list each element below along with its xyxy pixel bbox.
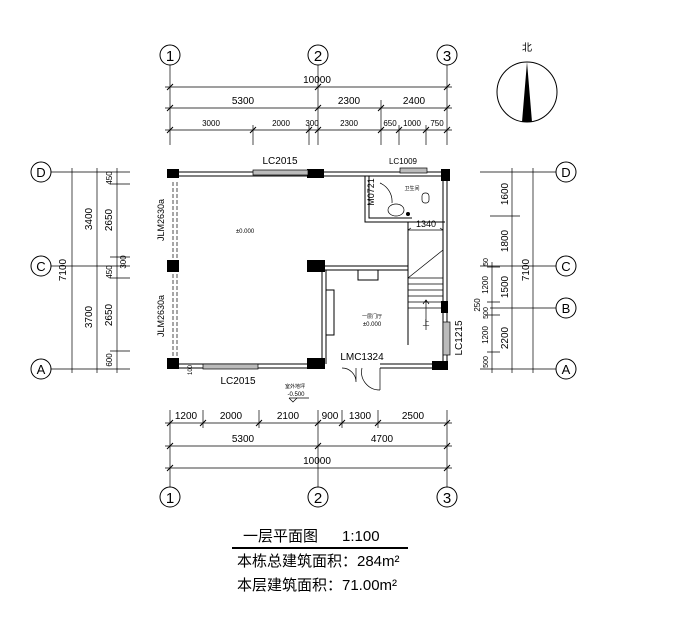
right-dim: 50 (483, 258, 490, 266)
right-dim: 500 (483, 307, 490, 319)
right-dim-overall: 7100 (521, 258, 532, 281)
right-dim: 1800 (500, 229, 511, 252)
window-lc2015-top (252, 169, 309, 176)
hall-label: 一层门厅 (362, 313, 382, 320)
right-dim: 1600 (500, 182, 511, 205)
stair-width-dim: 1340 (416, 219, 436, 229)
level-main: ±0.000 (236, 229, 255, 235)
top-dim: 2400 (403, 96, 426, 107)
entry-door (341, 367, 381, 391)
toilet-icon (421, 192, 430, 204)
top-dim-overall: 10000 (303, 75, 331, 86)
left-dim: 2650 (104, 303, 115, 326)
grid-bubble-3-bottom: 3 (443, 490, 451, 507)
floor-area: 本层建筑面积：71.00m² (237, 577, 397, 594)
window-label-bath: LC1009 (389, 157, 418, 166)
left-dim: 2650 (104, 208, 115, 231)
left-dim: 450 (105, 171, 114, 185)
right-dim: 1200 (481, 276, 490, 294)
grid-bubble-3-top: 3 (443, 48, 451, 65)
total-area: 本栋总建筑面积：284m² (237, 552, 400, 570)
grid-bubble-d-left: D (36, 165, 45, 180)
top-dim: 3000 (202, 119, 220, 128)
grid-bubble-1-bottom: 1 (166, 490, 174, 507)
right-dim: 250 (473, 298, 482, 312)
bottom-dim: 1300 (349, 411, 372, 422)
door-label-entry: LMC1324 (340, 352, 384, 363)
windows (172, 167, 451, 370)
bottom-dim: 900 (322, 411, 339, 422)
bottom-grid-axes: 1200 2000 2100 900 1300 2500 5300 4700 1… (159, 410, 458, 508)
bathroom: 卫生间 (379, 182, 430, 217)
north-label: 北 (522, 42, 532, 54)
left-grid-axes: D C A 7100 3400 3700 450 2650 300 450 26… (30, 161, 130, 380)
grid-bubble-b-right: B (562, 301, 571, 316)
window-label-bottom: LC2015 (220, 376, 255, 387)
left-dim: 600 (105, 353, 114, 367)
jlm-label-top: JLM2630a (156, 199, 166, 241)
basin-icon (387, 203, 405, 217)
top-dim: 1000 (403, 119, 421, 128)
window-lc2015-bottom (202, 363, 259, 370)
top-dim: 2000 (272, 119, 290, 128)
grid-bubble-2-top: 2 (314, 48, 322, 65)
jlm-label-bottom: JLM2630a (156, 295, 166, 337)
stair: 1340 上 (407, 219, 444, 330)
window-lc1215 (442, 321, 451, 356)
left-dim: 450 (105, 265, 114, 279)
north-arrow-icon (522, 62, 532, 122)
top-dim: 2300 (338, 96, 361, 107)
north-arrow: 北 (496, 42, 558, 123)
bottom-dim: 4700 (371, 434, 394, 445)
right-dim: 2200 (500, 326, 511, 349)
grid-bubble-c-right: C (561, 259, 570, 274)
sliding-door-jlm (172, 182, 178, 356)
left-dim: 300 (119, 255, 128, 269)
left-dim: 3700 (84, 305, 95, 328)
drawing-scale: 1:100 (342, 528, 380, 545)
top-grid-axes: 1 2 3 10000 5300 2300 2400 3000 2000 300… (159, 44, 458, 145)
bottom-dim: 5300 (232, 434, 255, 445)
window-lc1009 (399, 167, 428, 174)
grid-bubble-2-bottom: 2 (314, 490, 322, 507)
grid-bubble-d-right: D (561, 165, 570, 180)
left-dim: 3400 (84, 207, 95, 230)
small-dim: 100 (188, 364, 194, 375)
top-dim: 5300 (232, 96, 255, 107)
top-dim: 2300 (340, 119, 358, 128)
cabinet (325, 289, 335, 336)
bathroom-label: 卫生间 (404, 185, 419, 192)
drawing-title: 一层平面图 (243, 528, 318, 545)
top-dim: 300 (305, 119, 319, 128)
right-dim: 1500 (500, 275, 511, 298)
title-block: 一层平面图 1:100 本栋总建筑面积：284m² 本层建筑面积：71.00m² (232, 528, 408, 594)
stair-up-label: 上 (423, 318, 430, 327)
bottom-dim: 1200 (175, 411, 198, 422)
grid-bubble-1-top: 1 (166, 48, 174, 65)
left-dim-overall: 7100 (58, 258, 69, 281)
grid-bubble-c-left: C (36, 259, 45, 274)
right-dim: 500 (483, 356, 490, 368)
plan-labels: LC2015 LC1009 M0721 JLM2630a JLM2630a LC… (156, 156, 465, 403)
door-label-bath: M0721 (366, 178, 376, 206)
level-hall: ±0.000 (363, 322, 382, 328)
top-dim: 750 (430, 119, 444, 128)
bottom-dim-overall: 10000 (303, 456, 331, 467)
bottom-dim: 2000 (220, 411, 243, 422)
grid-bubble-a-left: A (37, 362, 46, 377)
bottom-dim: 2100 (277, 411, 300, 422)
fixture-box (357, 269, 379, 281)
bottom-dim: 2500 (402, 411, 425, 422)
window-label-right: LC1215 (454, 320, 465, 355)
window-label-top: LC2015 (262, 156, 297, 167)
right-dim: 1200 (481, 326, 490, 344)
outdoor-label: 室外地坪 (285, 383, 305, 390)
plan-walls (167, 169, 450, 370)
grid-bubble-a-right: A (562, 362, 571, 377)
right-grid-axes: D C B A 1600 1800 1500 2200 7100 50 1200… (473, 161, 577, 380)
top-dim: 650 (383, 119, 397, 128)
level-outdoor: -0.500 (287, 392, 305, 398)
bath-door-swing (379, 182, 393, 204)
